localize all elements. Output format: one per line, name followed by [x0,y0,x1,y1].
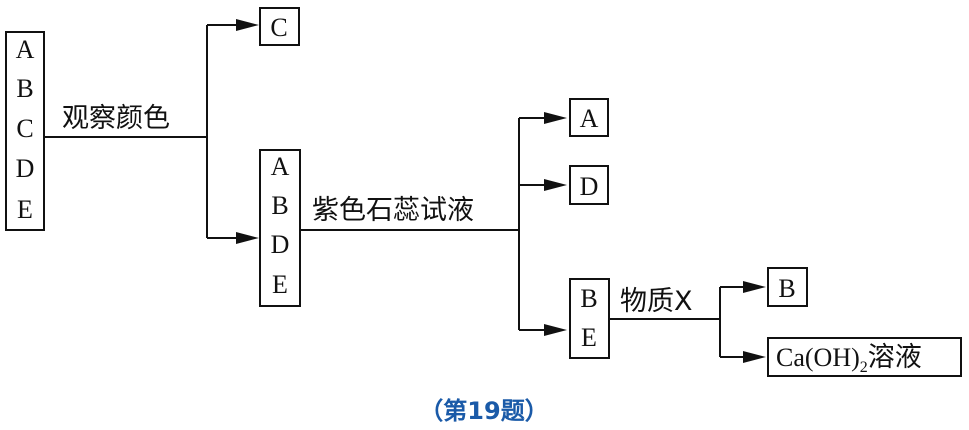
start-box-letter-e: E [17,195,33,224]
be-box-letter-b: B [580,284,597,313]
arrowhead-c [236,19,259,31]
start-box-frame [5,31,45,231]
figure-caption: （第19题） [419,397,548,425]
caoh2-subscript: 2 [860,359,868,376]
result-d-frame [569,165,609,205]
be-box-letter-e: E [581,323,597,352]
step1-label: 观察颜色 [62,103,170,134]
caoh2-suffix: 溶液 [868,342,922,373]
mid-box-letter-b: B [271,191,288,220]
start-box: A B C D E [5,31,45,231]
arrowhead-abde [236,232,259,244]
result-b-frame [767,267,808,307]
start-box-letter-c: C [16,114,33,143]
result-caoh2-box: Ca(OH)2溶液 [767,337,962,377]
result-d-box: D [569,165,609,205]
be-box: B E [569,278,610,359]
result-b-box: B [767,267,808,307]
result-b-label: B [778,274,795,303]
result-a-frame [569,98,609,137]
start-box-letter-a: A [16,35,35,64]
mid-box-frame [259,149,301,307]
step2-label: 紫色石蕊试液 [312,195,474,226]
arrowhead-be [544,324,567,336]
result-c-frame [259,7,300,46]
be-box-frame [569,278,610,359]
arrowhead-caoh2 [743,351,766,363]
result-c-label: C [270,13,287,42]
step3-label: 物质X [620,286,693,317]
result-caoh2-frame [767,337,962,377]
mid-box-letter-a: A [271,152,290,181]
result-c-box: C [259,7,300,46]
start-box-letter-d: D [16,154,35,183]
start-box-letter-b: B [16,74,33,103]
arrowhead-d [544,179,567,191]
mid-box: A B D E [259,149,301,307]
arrowhead-a [544,112,567,124]
connectors [44,24,745,358]
result-a-label: A [580,104,599,133]
result-a-box: A [569,98,609,137]
mid-box-letter-e: E [272,270,288,299]
result-d-label: D [580,172,599,201]
mid-box-letter-d: D [271,230,290,259]
caoh2-prefix: Ca(OH) [776,343,860,372]
arrowhead-b [743,281,766,293]
arrowheads [236,19,766,363]
result-caoh2-label: Ca(OH)2溶液 [776,342,922,376]
